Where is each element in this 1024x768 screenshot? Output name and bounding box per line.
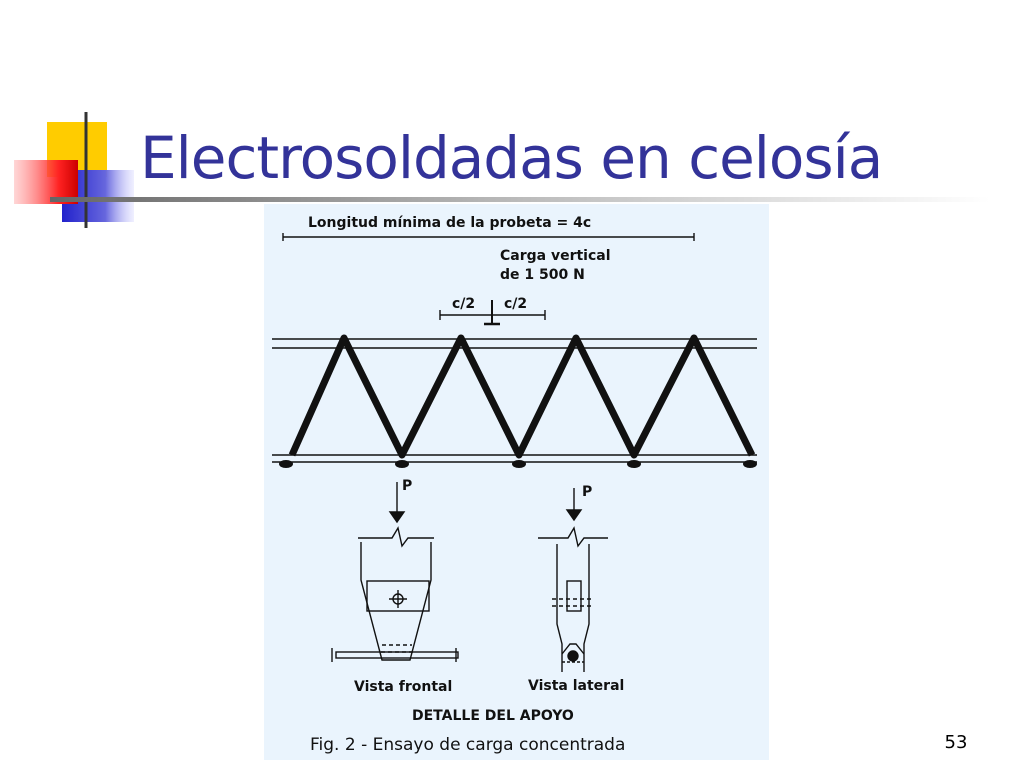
front-support-view — [331, 482, 459, 662]
truss-test-figure: Longitud mínima de la probeta = 4c Carga… — [264, 204, 769, 760]
truss-bottom-nodes — [279, 460, 757, 468]
force-label-left: P — [402, 478, 412, 494]
slide-decoration — [14, 112, 990, 228]
slide-title: Electrosoldadas en celosía — [140, 124, 883, 192]
load-point-marker — [439, 300, 546, 326]
length-label: Longitud mínima de la probeta = 4c — [308, 215, 591, 231]
support-detail-title: DETALLE DEL APOYO — [412, 708, 574, 724]
title-underline — [50, 197, 990, 202]
front-view-label: Vista frontal — [354, 679, 452, 695]
page-number: 53 — [944, 732, 968, 753]
side-support-view — [538, 488, 608, 672]
red-square — [14, 160, 78, 204]
length-dimension — [282, 233, 695, 241]
half-spacing-right: c/2 — [504, 296, 527, 312]
force-label-right: P — [582, 484, 592, 500]
load-label-line1: Carga vertical — [500, 248, 611, 264]
half-spacing-left: c/2 — [452, 296, 475, 312]
side-view-label: Vista lateral — [528, 678, 624, 694]
figure-caption: Fig. 2 - Ensayo de carga concentrada — [310, 735, 625, 755]
load-label-line2: de 1 500 N — [500, 267, 585, 283]
truss-web-diagonals — [288, 334, 756, 459]
truss-diagram: Longitud mínima de la probeta = 4c Carga… — [272, 215, 757, 755]
